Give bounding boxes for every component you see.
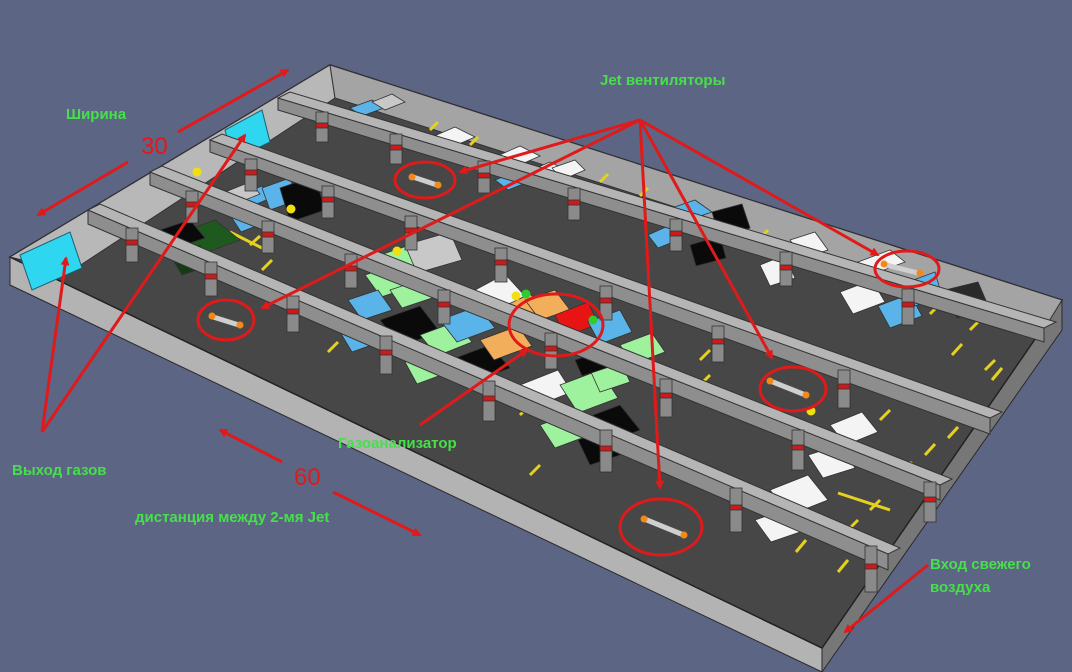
gas-analyzer-icon xyxy=(588,315,598,325)
gas-analyzer-icon xyxy=(392,246,402,256)
width-label: Ширина xyxy=(66,106,127,123)
highlight-circles xyxy=(196,160,941,557)
gas-analyzer-icon xyxy=(511,291,521,301)
jet-fan-icon xyxy=(640,515,688,539)
gas-analyzer-icon xyxy=(286,204,296,214)
beam xyxy=(276,91,1058,343)
jet-fan-icon xyxy=(208,312,244,329)
jet-distance-dimension: 60 xyxy=(294,464,321,491)
gas-analyzer-label: Газоанализатор xyxy=(338,435,457,452)
jet-fans-label: Jet вентиляторы xyxy=(600,72,726,89)
jet-fan-icon xyxy=(766,377,810,399)
gas-sensors xyxy=(192,167,816,416)
gas-analyzer-icon xyxy=(521,289,531,299)
jet-distance-label: дистанция между 2-мя Jet xyxy=(135,509,330,526)
fresh-air-label-line2: воздуха xyxy=(930,579,991,596)
jet-fan-icon xyxy=(880,260,924,277)
jet-fans xyxy=(208,173,924,539)
annotation-arrows xyxy=(36,68,929,634)
jet-fan-icon xyxy=(408,173,442,189)
gas-exhaust-label: Выход газов xyxy=(12,462,107,479)
support-beams xyxy=(86,91,1058,593)
fresh-air-label-line1: Вход свежего xyxy=(930,556,1031,573)
width-dimension: 30 xyxy=(141,133,168,160)
pillars xyxy=(125,111,937,593)
gas-analyzer-icon xyxy=(192,167,202,177)
